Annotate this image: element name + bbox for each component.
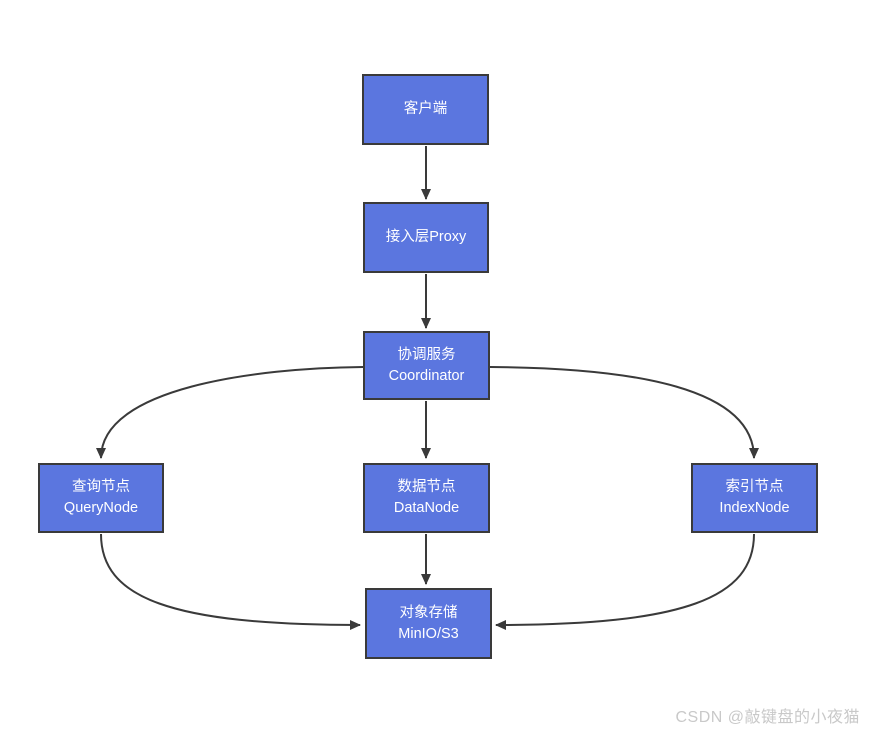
node-datanode-label: 数据节点 — [397, 479, 456, 495]
node-minio-label: 对象存储 — [399, 604, 458, 621]
edge-indexnode-to-minio — [495, 533, 755, 630]
node-coordinator: 协调服务 Coordinator — [363, 331, 490, 400]
node-client: 客户端 — [362, 74, 489, 145]
node-minio: 对象存储 MinIO/S3 — [365, 588, 492, 659]
csdn-watermark: CSDN @敲键盘的小夜猫 — [675, 709, 860, 726]
node-querynode: 查询节点 QueryNode — [38, 463, 164, 533]
node-datanode-sublabel: DataNode — [393, 500, 460, 516]
edge-coordinator-to-querynode — [96, 366, 364, 459]
node-coordinator-label: 协调服务 — [397, 346, 456, 363]
node-querynode-sublabel: QueryNode — [63, 500, 139, 516]
node-indexnode-label: 索引节点 — [725, 479, 784, 495]
node-indexnode-sublabel: IndexNode — [719, 500, 790, 516]
node-indexnode: 索引节点 IndexNode — [691, 463, 818, 533]
edge-querynode-to-minio — [100, 533, 361, 630]
node-datanode: 数据节点 DataNode — [363, 463, 490, 533]
node-proxy-label: 接入层Proxy — [385, 229, 467, 245]
node-proxy: 接入层Proxy — [363, 202, 489, 273]
edge-coordinator-to-indexnode — [489, 366, 759, 459]
node-querynode-label: 查询节点 — [72, 479, 130, 495]
node-coordinator-sublabel: Coordinator — [388, 367, 465, 384]
node-minio-sublabel: MinIO/S3 — [398, 625, 459, 642]
node-client-label: 客户端 — [403, 101, 448, 117]
